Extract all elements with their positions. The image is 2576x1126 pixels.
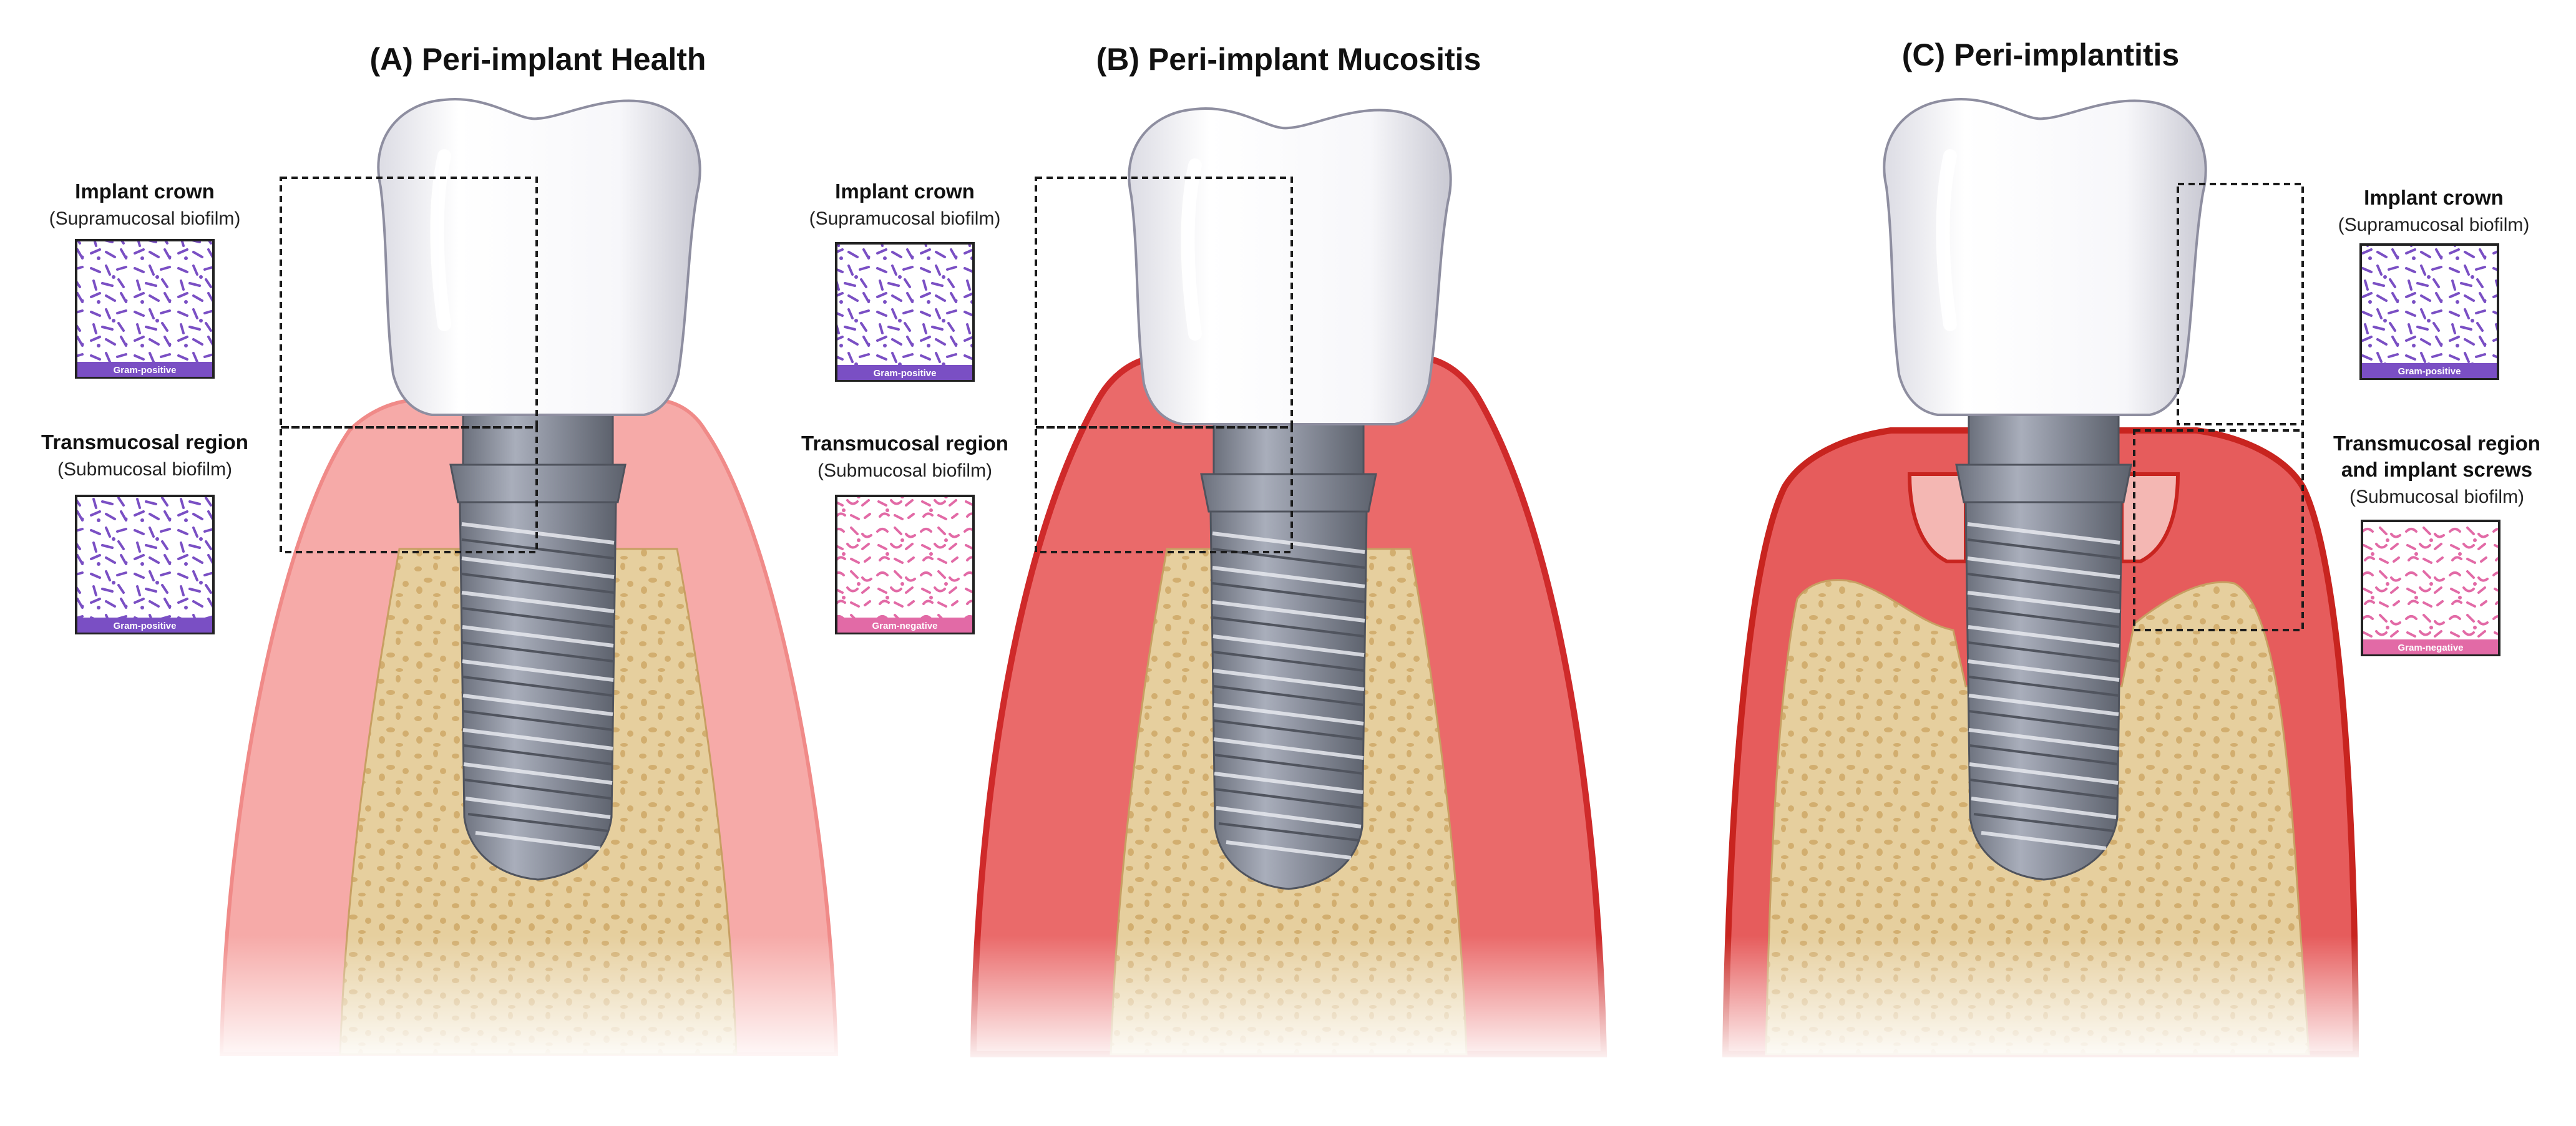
panel-b-trans-gram: Gram-negative	[872, 621, 937, 631]
panel-a-crown-sub: (Supramucosal biofilm)	[49, 208, 241, 229]
panel-c-trans-biofilm: Gram-negative	[2361, 520, 2500, 656]
panel-b-fade	[961, 936, 1622, 1067]
panel-b-crown-biofilm: Gram-positive	[835, 242, 975, 382]
panel-c-trans-gram: Gram-negative	[2398, 643, 2463, 653]
panel-c-pocket-right	[2120, 472, 2180, 563]
panel-a-trans-gram: Gram-positive	[114, 621, 177, 631]
panel-c: (C) Peri-implantitis Implant crown (Supr…	[1713, 37, 2540, 1067]
panel-a-crown-biofilm: Gram-positive	[75, 239, 215, 379]
panel-c-title: (C) Peri-implantitis	[1902, 37, 2179, 72]
panel-c-fade	[1713, 936, 2368, 1067]
panel-c-crown-sub: (Supramucosal biofilm)	[2338, 215, 2530, 235]
panel-a-trans-sub: (Submucosal biofilm)	[57, 459, 232, 480]
panel-a-crown-gram: Gram-positive	[114, 365, 177, 376]
panel-c-crown	[1884, 99, 2205, 415]
panel-a-crown-label: Implant crown	[75, 180, 215, 203]
panel-c-trans-box	[2133, 429, 2304, 631]
panel-b-trans-box	[1035, 426, 1293, 553]
panel-a-crown	[378, 99, 700, 415]
panel-a-trans-box	[280, 426, 538, 553]
panel-c-pocket-left	[1907, 472, 1968, 563]
panel-b: (B) Peri-implant Mucositis Implant crown…	[801, 42, 1622, 1067]
panel-b-crown-box	[1035, 177, 1293, 429]
panel-c-crown-gram: Gram-positive	[2398, 366, 2461, 377]
panel-b-crown-gram: Gram-positive	[874, 368, 937, 379]
panel-a: (A) Peri-implant Health Implant crown (S…	[41, 42, 855, 1067]
panel-b-trans-label: Transmucosal region	[801, 432, 1008, 455]
panel-b-trans-sub: (Submucosal biofilm)	[817, 460, 992, 481]
panel-b-crown	[1129, 109, 1450, 424]
panel-c-crown-label: Implant crown	[2364, 186, 2504, 209]
panel-c-crown-box	[2177, 183, 2304, 425]
panel-a-trans-biofilm: Gram-positive	[75, 495, 215, 634]
panel-b-trans-biofilm: Gram-negative	[835, 495, 975, 634]
panel-a-crown-box	[280, 177, 538, 429]
panel-a-fade	[206, 936, 855, 1067]
panel-a-title: (A) Peri-implant Health	[370, 42, 706, 77]
panel-c-trans-label-1: Transmucosal region	[2333, 432, 2540, 455]
panel-a-trans-label: Transmucosal region	[41, 430, 248, 454]
panel-c-trans-sub: (Submucosal biofilm)	[2349, 487, 2524, 507]
panel-b-crown-label: Implant crown	[835, 180, 975, 203]
panel-c-trans-label-2: and implant screws	[2341, 458, 2532, 481]
panel-b-title: (B) Peri-implant Mucositis	[1096, 42, 1481, 77]
panel-b-crown-sub: (Supramucosal biofilm)	[809, 208, 1001, 229]
panel-c-crown-biofilm: Gram-positive	[2359, 243, 2499, 380]
